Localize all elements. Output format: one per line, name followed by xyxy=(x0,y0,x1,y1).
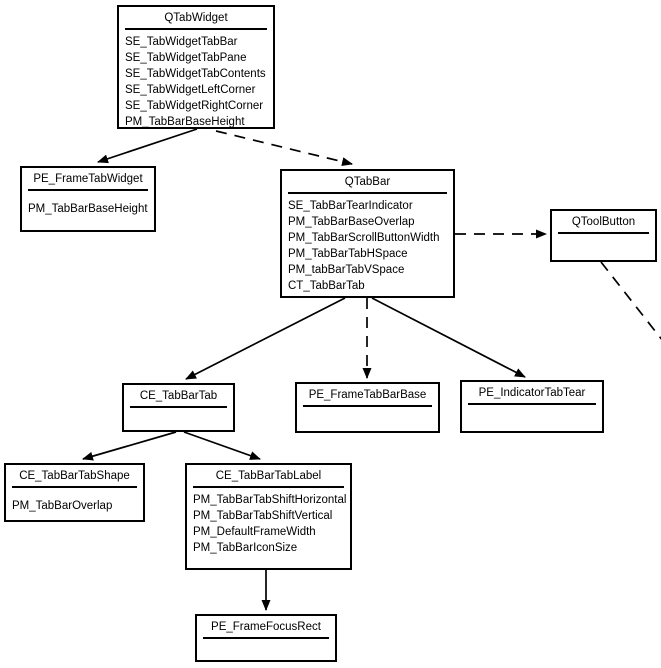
node-attribute: PM_TabBarScrollButtonWidth xyxy=(288,232,440,244)
node-ce-tabbartablabel: CE_TabBarTabLabel PM_TabBarTabShiftHoriz… xyxy=(185,463,352,570)
separator xyxy=(203,637,329,639)
node-attribute: CT_TabBarTab xyxy=(288,280,365,292)
node-ce-tabbartabshape: CE_TabBarTabShape PM_TabBarOverlap xyxy=(4,463,145,522)
node-pe-framefocusrect: PE_FrameFocusRect xyxy=(195,614,337,662)
node-attribute: PM_TabBarBaseHeight xyxy=(125,116,245,128)
node-attribute: PM_TabBarIconSize xyxy=(193,542,298,554)
separator xyxy=(125,28,267,30)
separator xyxy=(12,486,137,488)
node-attribute-list: PM_TabBarOverlap xyxy=(6,488,143,516)
edge-qtabwidget-qtabbar xyxy=(215,130,353,167)
edge-qtabbar-ce-tabbartab xyxy=(185,297,346,380)
edge-qtabbar-pe-indicatortabtear xyxy=(371,297,526,378)
node-attribute: PM_DefaultFrameWidth xyxy=(193,526,316,538)
node-attribute-list xyxy=(197,639,335,645)
node-pe-indicatortabtear: PE_IndicatorTabTear xyxy=(460,380,604,433)
node-ce-tabbartab: CE_TabBarTab xyxy=(122,383,235,432)
node-attribute-list xyxy=(462,405,602,411)
node-attribute: PM_TabBarOverlap xyxy=(12,500,113,512)
separator xyxy=(288,192,447,194)
edge-qtabwidget-pe-frametabwidget xyxy=(97,128,198,164)
node-qtoolbutton: QToolButton xyxy=(550,209,657,262)
node-title: PE_FrameTabBarBase xyxy=(308,389,427,401)
edge-ce-tabbartab-ce-tabbartabshape xyxy=(82,431,177,461)
node-attribute-list xyxy=(552,234,655,240)
node-title: CE_TabBarTab xyxy=(139,390,218,402)
node-title: QToolButton xyxy=(571,216,636,228)
node-attribute: PM_TabBarTabHSpace xyxy=(288,248,408,260)
node-title: CE_TabBarTabLabel xyxy=(215,470,322,482)
node-attribute: SE_TabWidgetTabPane xyxy=(125,52,247,64)
node-attribute: SE_TabWidgetTabBar xyxy=(125,36,238,48)
node-attribute: PM_TabBarTabShiftHorizontal xyxy=(193,494,347,506)
node-attribute: PM_TabBarBaseHeight xyxy=(28,203,148,215)
node-pe-frametabwidget: PE_FrameTabWidget PM_TabBarBaseHeight xyxy=(20,166,156,232)
separator xyxy=(130,406,227,408)
separator xyxy=(193,486,344,488)
node-title: PE_IndicatorTabTear xyxy=(478,387,586,399)
node-attribute: PM_TabBarBaseOverlap xyxy=(288,216,415,228)
edge-ce-tabbartab-ce-tabbartablabel xyxy=(183,431,261,460)
node-title: QTabWidget xyxy=(164,12,228,24)
edge-qtoolbutton-offcanvas xyxy=(600,261,661,340)
node-attribute-list: PM_TabBarBaseHeight xyxy=(22,191,154,219)
node-attribute: SE_TabWidgetTabContents xyxy=(125,68,266,80)
node-pe-frametabbarbase: PE_FrameTabBarBase xyxy=(295,382,440,433)
separator xyxy=(468,403,596,405)
node-title: QTabBar xyxy=(344,176,391,188)
node-attribute: SE_TabWidgetRightCorner xyxy=(125,100,264,112)
separator xyxy=(28,189,148,191)
node-attribute: PM_TabBarTabShiftVertical xyxy=(193,510,333,522)
node-title: PE_FrameTabWidget xyxy=(33,173,143,185)
node-title: PE_FrameFocusRect xyxy=(211,621,321,633)
node-attribute: SE_TabBarTearIndicator xyxy=(288,200,413,212)
separator xyxy=(303,405,432,407)
node-attribute-list xyxy=(297,407,438,413)
node-title: CE_TabBarTabShape xyxy=(19,470,130,482)
node-attribute: SE_TabWidgetLeftCorner xyxy=(125,84,256,96)
node-attribute: PM_tabBarTabVSpace xyxy=(288,264,405,276)
separator xyxy=(558,232,649,234)
node-attribute-list xyxy=(124,408,233,414)
